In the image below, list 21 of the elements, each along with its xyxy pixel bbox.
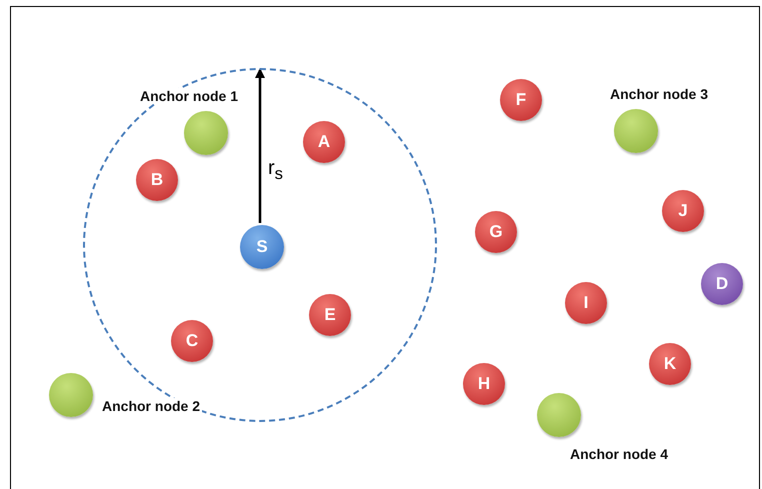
sensor-node-circle: F <box>500 79 542 121</box>
sensor-node-circle: I <box>565 282 607 324</box>
sensor-node-circle: D <box>701 263 743 305</box>
sensor-node-circle: C <box>171 320 213 362</box>
node-caption: Anchor node 2 <box>100 398 202 414</box>
node-caption: Anchor node 1 <box>138 88 240 104</box>
sensor-node-circle: G <box>475 211 517 253</box>
sensor-node-circle: E <box>309 294 351 336</box>
anchor-node-circle <box>537 393 581 437</box>
sensor-node-circle: K <box>649 343 691 385</box>
anchor-node-circle <box>184 111 228 155</box>
node-caption: Anchor node 4 <box>568 446 670 462</box>
sensor-node-circle: S <box>240 225 284 269</box>
anchor-node-circle <box>49 373 93 417</box>
sensor-node-circle: B <box>136 159 178 201</box>
sensor-node-circle: J <box>662 190 704 232</box>
anchor-node-circle <box>614 109 658 153</box>
sensor-node-circle: H <box>463 363 505 405</box>
radius-arrow <box>255 68 265 223</box>
node-caption: Anchor node 3 <box>608 86 710 102</box>
sensor-node-circle: A <box>303 121 345 163</box>
